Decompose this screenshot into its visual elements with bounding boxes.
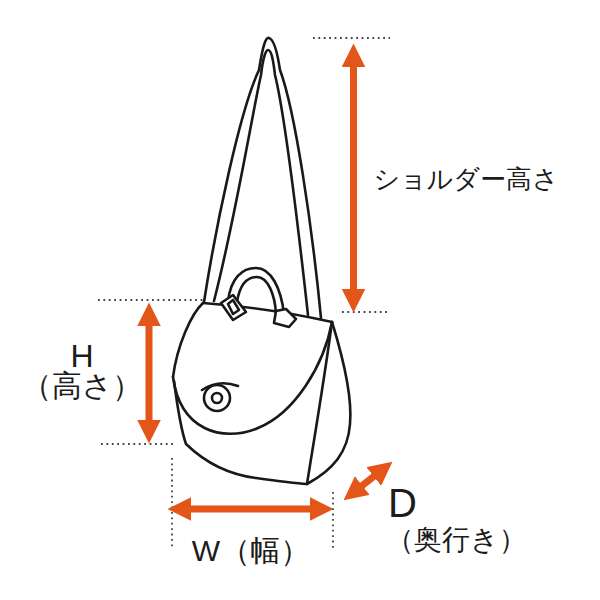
handle-right-tab (274, 309, 296, 327)
width-label: W（幅） (192, 534, 310, 567)
flap-left-edge (173, 303, 203, 377)
depth-letter-label: D (388, 481, 417, 525)
gusset-crease (307, 322, 332, 484)
handle-left-loop (221, 295, 246, 320)
clasp-inner-ring (212, 393, 222, 403)
depth-label: （奥行き） (386, 524, 527, 555)
clasp-outer-ring (204, 385, 230, 411)
shoulder-height-label: ショルダー高さ (373, 164, 558, 194)
bag-illustration (173, 38, 350, 484)
height-label: （高さ） (22, 369, 143, 402)
dimension-arrows (149, 63, 378, 510)
flap-bottom-arc (173, 322, 332, 434)
depth-arrow (359, 474, 378, 489)
